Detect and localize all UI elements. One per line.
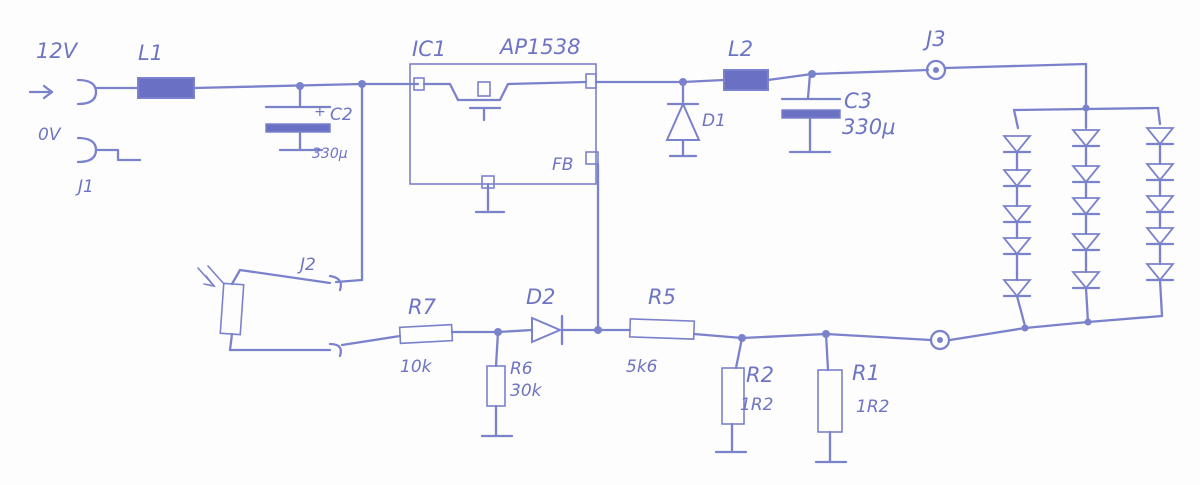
label-0v: 0V — [38, 125, 62, 145]
label-r2: R2 — [746, 363, 774, 387]
r6-resistor — [480, 330, 514, 438]
label-r6-value: 30k — [510, 381, 543, 401]
j3-connector — [925, 59, 947, 81]
input-arrow-icon — [28, 84, 54, 100]
c3-capacitor — [780, 70, 842, 154]
label-12v: 12V — [36, 39, 79, 63]
svg-text:+: + — [314, 104, 326, 120]
label-d1: D1 — [702, 111, 726, 131]
led-string-1 — [1002, 108, 1032, 328]
j3-return-connector — [929, 329, 951, 351]
r2-resistor — [714, 334, 748, 454]
label-c3: C3 — [844, 89, 872, 113]
label-l2: L2 — [728, 37, 753, 61]
wire-l1-to-ic — [192, 82, 364, 90]
d2-diode — [496, 314, 600, 346]
label-d2: D2 — [526, 285, 556, 309]
led-string-2 — [1071, 106, 1101, 324]
d1-diode — [665, 78, 701, 158]
label-c3-value: 330μ — [842, 115, 895, 139]
label-j3: J3 — [922, 27, 946, 51]
label-fb: FB — [552, 155, 573, 175]
label-r5: R5 — [648, 285, 676, 309]
label-ap1538: AP1538 — [498, 35, 580, 59]
r5-resistor — [628, 318, 696, 340]
label-r1-value: 1R2 — [856, 397, 889, 417]
label-r7-value: 10k — [400, 357, 433, 377]
label-c2-value: 330μ — [312, 146, 348, 162]
r1-resistor — [814, 330, 848, 464]
label-l1: L1 — [138, 41, 163, 65]
label-j1: J1 — [75, 177, 94, 197]
r7-resistor — [398, 323, 454, 345]
led-string-3 — [1145, 106, 1175, 318]
label-r2-value: 1R2 — [740, 395, 773, 415]
label-j2: J2 — [297, 255, 316, 275]
label-r6: R6 — [510, 359, 533, 379]
l1-inductor — [137, 77, 195, 99]
led-return-rail — [948, 314, 1164, 342]
c2-capacitor: + — [264, 82, 332, 152]
j1-connector — [76, 78, 98, 164]
ic1-block — [360, 63, 599, 214]
l2-inductor — [723, 69, 769, 91]
label-ic1: IC1 — [412, 37, 446, 61]
label-r1: R1 — [852, 361, 880, 385]
j2-potentiometer — [197, 265, 343, 358]
wire-0v — [94, 148, 142, 162]
label-r7: R7 — [408, 295, 437, 319]
label-r5-value: 5k6 — [626, 357, 658, 377]
label-c2: C2 — [330, 105, 353, 125]
